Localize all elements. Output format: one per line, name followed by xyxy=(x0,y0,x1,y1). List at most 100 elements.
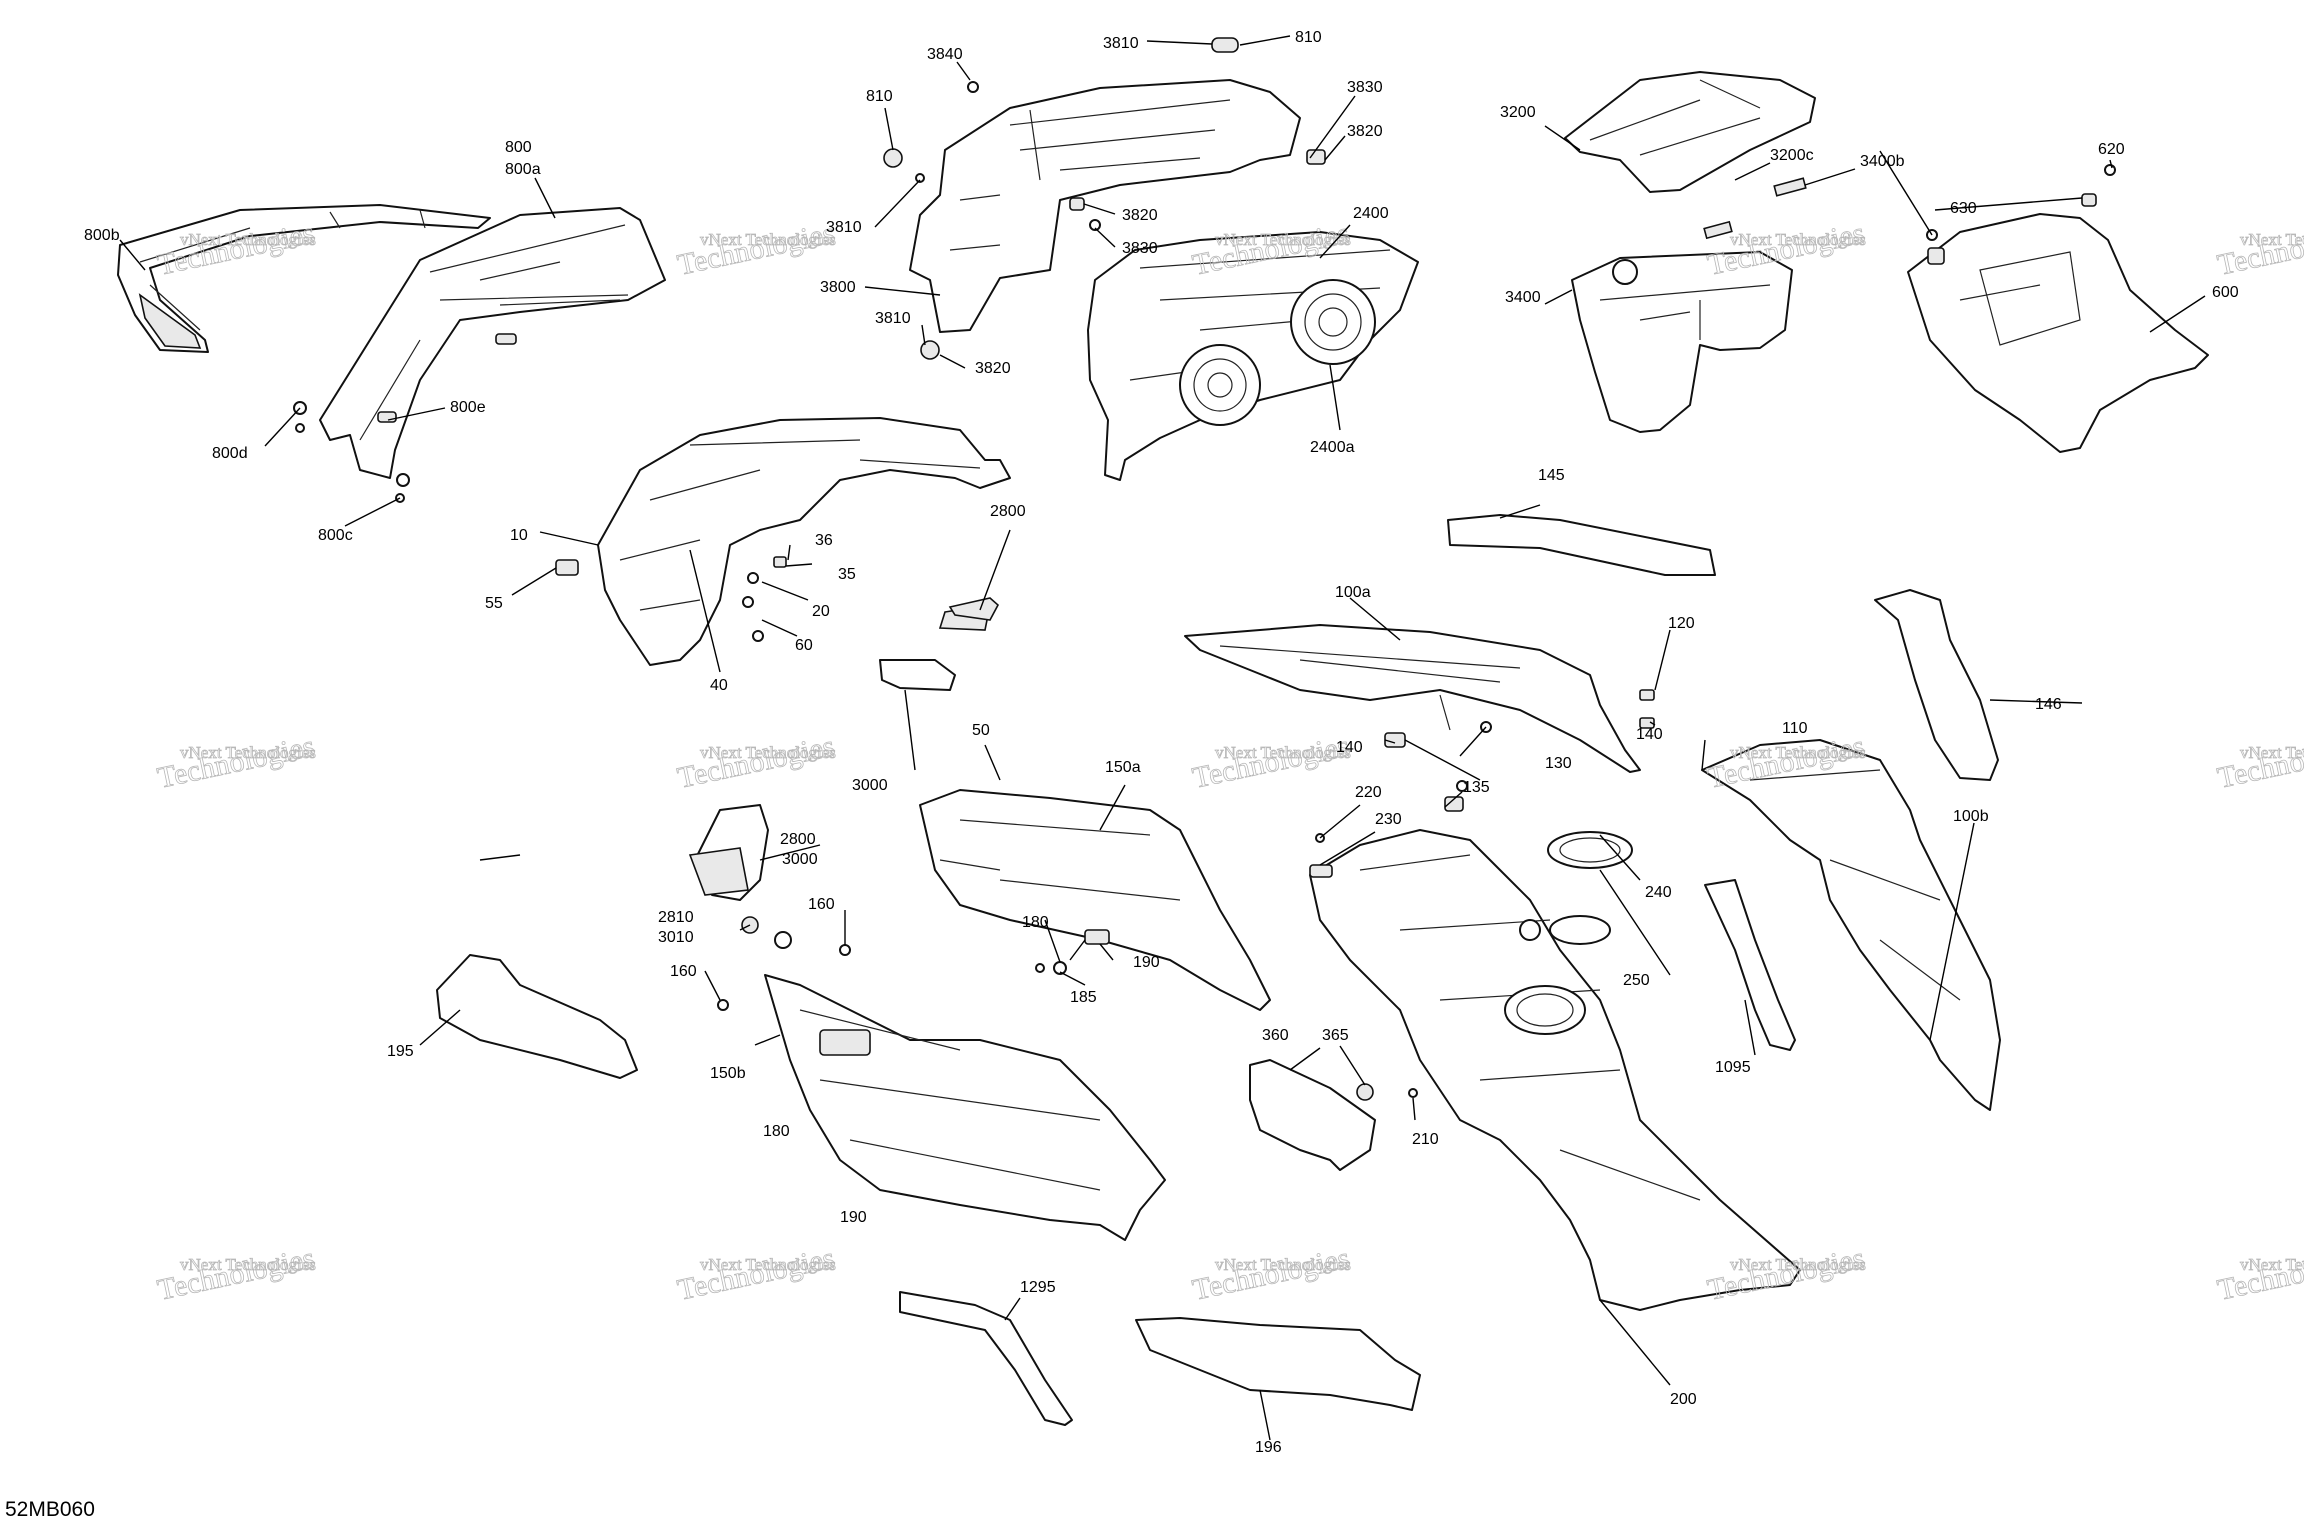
callout-140: 140 xyxy=(1336,739,1363,756)
callout-10: 10 xyxy=(510,527,528,544)
callout-3810: 3810 xyxy=(826,219,862,236)
callout-110: 110 xyxy=(1782,720,1808,737)
callout-250: 250 xyxy=(1623,972,1650,989)
callout-3810: 3810 xyxy=(875,310,911,327)
part-145-strip xyxy=(1447,514,1716,576)
callout-146: 146 xyxy=(2035,696,2062,713)
svg-text:Technologies: Technologies xyxy=(2215,216,2304,281)
callout-365: 365 xyxy=(1322,1027,1349,1044)
callout-185: 185 xyxy=(1070,989,1097,1006)
svg-text:Technologies: Technologies xyxy=(2215,729,2304,794)
callout-35: 35 xyxy=(838,566,856,583)
callout-2400: 2400 xyxy=(1353,205,1389,222)
callout-360: 360 xyxy=(1262,1027,1289,1044)
callout-810: 810 xyxy=(1295,29,1322,46)
callout-230: 230 xyxy=(1375,811,1402,828)
svg-text:vNext Technologies: vNext Technologies xyxy=(1730,743,1866,762)
callout-180: 180 xyxy=(763,1123,790,1140)
callout-3400: 3400 xyxy=(1505,289,1541,306)
callout-2800: 2800 xyxy=(780,831,816,848)
svg-text:vNext Technologies: vNext Technologies xyxy=(700,1255,836,1274)
callout-800c: 800c xyxy=(318,527,353,544)
callout-800e: 800e xyxy=(450,399,486,416)
callout-200: 200 xyxy=(1670,1391,1697,1408)
callout-145: 145 xyxy=(1538,467,1565,484)
svg-text:Technologies: Technologies xyxy=(675,1241,838,1306)
part-2800-3000-grill xyxy=(688,804,851,1011)
callout-3820: 3820 xyxy=(1347,123,1383,140)
callout-800d: 800d xyxy=(212,445,248,462)
svg-text:Technologies: Technologies xyxy=(1190,729,1353,794)
callout-3200c: 3200c xyxy=(1770,147,1814,164)
svg-text:Technologies: Technologies xyxy=(155,1241,318,1306)
svg-text:vNext Technologies: vNext Technologies xyxy=(1730,230,1866,249)
callout-800: 800 xyxy=(505,139,532,156)
part-196-trim xyxy=(1135,1317,1421,1411)
svg-text:Technologies: Technologies xyxy=(1190,1241,1353,1306)
part-3000 xyxy=(879,659,956,691)
part-100b-side-panel xyxy=(1701,739,2001,1111)
part-800b-bracket xyxy=(117,204,491,353)
svg-text:Technologies: Technologies xyxy=(675,216,838,281)
callout-2800: 2800 xyxy=(990,503,1026,520)
callout-150b: 150b xyxy=(710,1065,746,1082)
callout-800a: 800a xyxy=(505,161,541,178)
part-1295-strip xyxy=(899,1291,1073,1426)
svg-text:vNext Technologies: vNext Technologies xyxy=(180,230,316,249)
callout-140: 140 xyxy=(1636,726,1663,743)
part-150b-side-cover xyxy=(764,974,1166,1241)
svg-text:vNext Technologies: vNext Technologies xyxy=(2240,1255,2304,1274)
svg-text:vNext Technologies: vNext Technologies xyxy=(2240,230,2304,249)
callout-55: 55 xyxy=(485,595,503,612)
callout-3010: 3010 xyxy=(658,929,694,946)
part-3800-upper-frame xyxy=(883,37,1326,360)
callout-800b: 800b xyxy=(84,227,120,244)
part-10-front-fairing xyxy=(555,417,1011,666)
callout-160: 160 xyxy=(808,896,835,913)
callout-3820: 3820 xyxy=(975,360,1011,377)
part-195-trim xyxy=(436,954,638,1079)
part-360 xyxy=(1249,1059,1418,1171)
callout-630: 630 xyxy=(1950,200,1977,217)
callout-220: 220 xyxy=(1355,784,1382,801)
svg-text:Technologies: Technologies xyxy=(155,729,318,794)
part-150a-side-cover xyxy=(919,789,1271,1011)
svg-text:Technologies: Technologies xyxy=(675,729,838,794)
callout-160: 160 xyxy=(670,963,697,980)
callout-3810: 3810 xyxy=(1103,35,1139,52)
callout-3000: 3000 xyxy=(782,851,818,868)
callout-1295: 1295 xyxy=(1020,1279,1056,1296)
part-100a-side-panel xyxy=(1184,624,1655,773)
callout-210: 210 xyxy=(1412,1131,1439,1148)
part-1095-strip xyxy=(1704,879,1796,1051)
callout-100b: 100b xyxy=(1953,808,1989,825)
callout-50: 50 xyxy=(972,722,990,739)
part-146-strip xyxy=(1874,589,1999,781)
callout-100a: 100a xyxy=(1335,584,1371,601)
callout-130: 130 xyxy=(1545,755,1572,772)
callout-20: 20 xyxy=(812,603,830,620)
callout-3400b: 3400b xyxy=(1860,153,1905,170)
callout-36: 36 xyxy=(815,532,833,549)
svg-text:vNext Technologies: vNext Technologies xyxy=(180,1255,316,1274)
callout-labels: 800 800a 800b 800d 800c 800e 810 3840 38… xyxy=(84,29,2239,1456)
part-800-windshield xyxy=(293,207,666,503)
svg-text:vNext Technologies: vNext Technologies xyxy=(180,743,316,762)
callout-180: 180 xyxy=(1022,914,1049,931)
svg-text:vNext Technologies: vNext Technologies xyxy=(1730,1255,1866,1274)
svg-text:vNext Technologies: vNext Technologies xyxy=(1215,230,1351,249)
callout-196: 196 xyxy=(1255,1439,1282,1456)
part-200-tank-body xyxy=(1309,780,1801,1311)
leader-lines xyxy=(119,35,2206,1441)
callout-3800: 3800 xyxy=(820,279,856,296)
callout-600: 600 xyxy=(2212,284,2239,301)
svg-text:Technologies: Technologies xyxy=(2215,1241,2304,1306)
